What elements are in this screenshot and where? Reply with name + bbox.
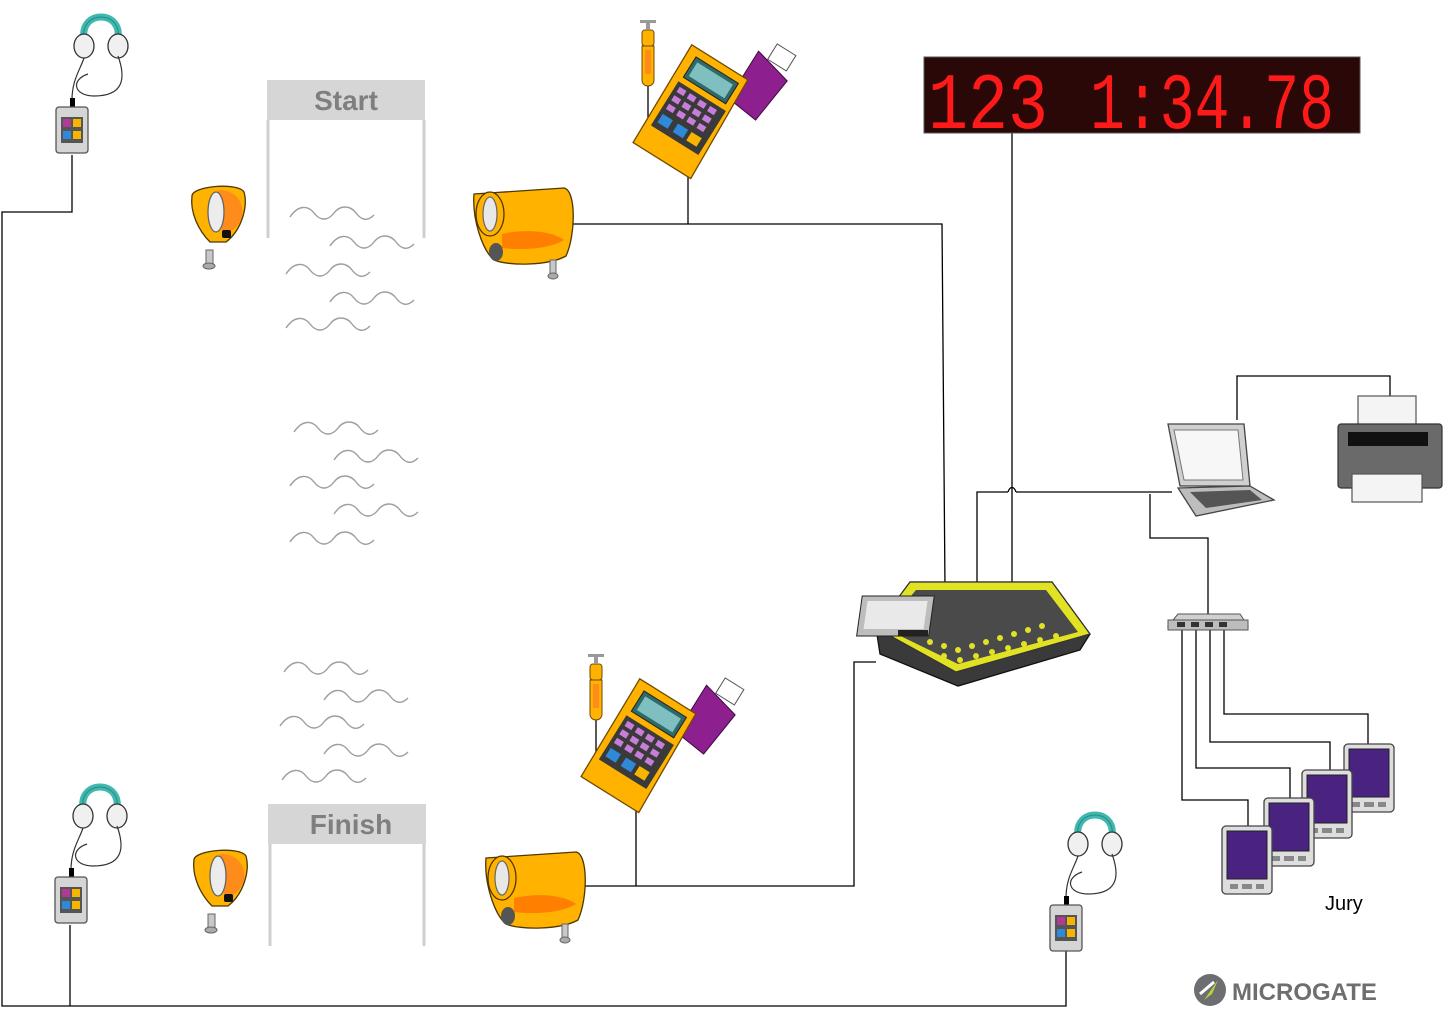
jury-handheld-icon bbox=[1221, 825, 1273, 895]
headphones-icon bbox=[55, 787, 127, 923]
microgate-logo-icon bbox=[1194, 974, 1226, 1006]
wiring bbox=[1, 78, 1391, 1007]
timing-printer-icon bbox=[630, 5, 802, 196]
photocell-icon bbox=[473, 187, 574, 280]
headphones-icon bbox=[56, 17, 128, 153]
timing-console-icon bbox=[856, 581, 1091, 687]
scoreboard-time: 1:34.78 bbox=[1090, 62, 1334, 153]
timing-printer-icon bbox=[578, 639, 750, 830]
start-label: Start bbox=[314, 85, 378, 116]
headphones-icon bbox=[1050, 815, 1122, 951]
water-waves bbox=[279, 206, 419, 783]
laptop-icon bbox=[1167, 423, 1276, 517]
finish-gate: Finish bbox=[268, 804, 426, 946]
start-gate: Start bbox=[266, 80, 426, 238]
printer-icon bbox=[1337, 395, 1443, 503]
network-switch-icon bbox=[1166, 613, 1249, 631]
microgate-logo: MICROGATE bbox=[1194, 974, 1377, 1006]
photocell-icon bbox=[193, 849, 248, 934]
led-scoreboard: 123 1:34.78 bbox=[923, 56, 1361, 153]
photocell-icon bbox=[485, 851, 586, 944]
finish-label: Finish bbox=[310, 809, 392, 840]
scoreboard-bib: 123 bbox=[928, 62, 1048, 153]
jury-label: Jury bbox=[1325, 893, 1363, 915]
photocell-icon bbox=[191, 185, 246, 270]
brand-name: MICROGATE bbox=[1232, 979, 1377, 1006]
